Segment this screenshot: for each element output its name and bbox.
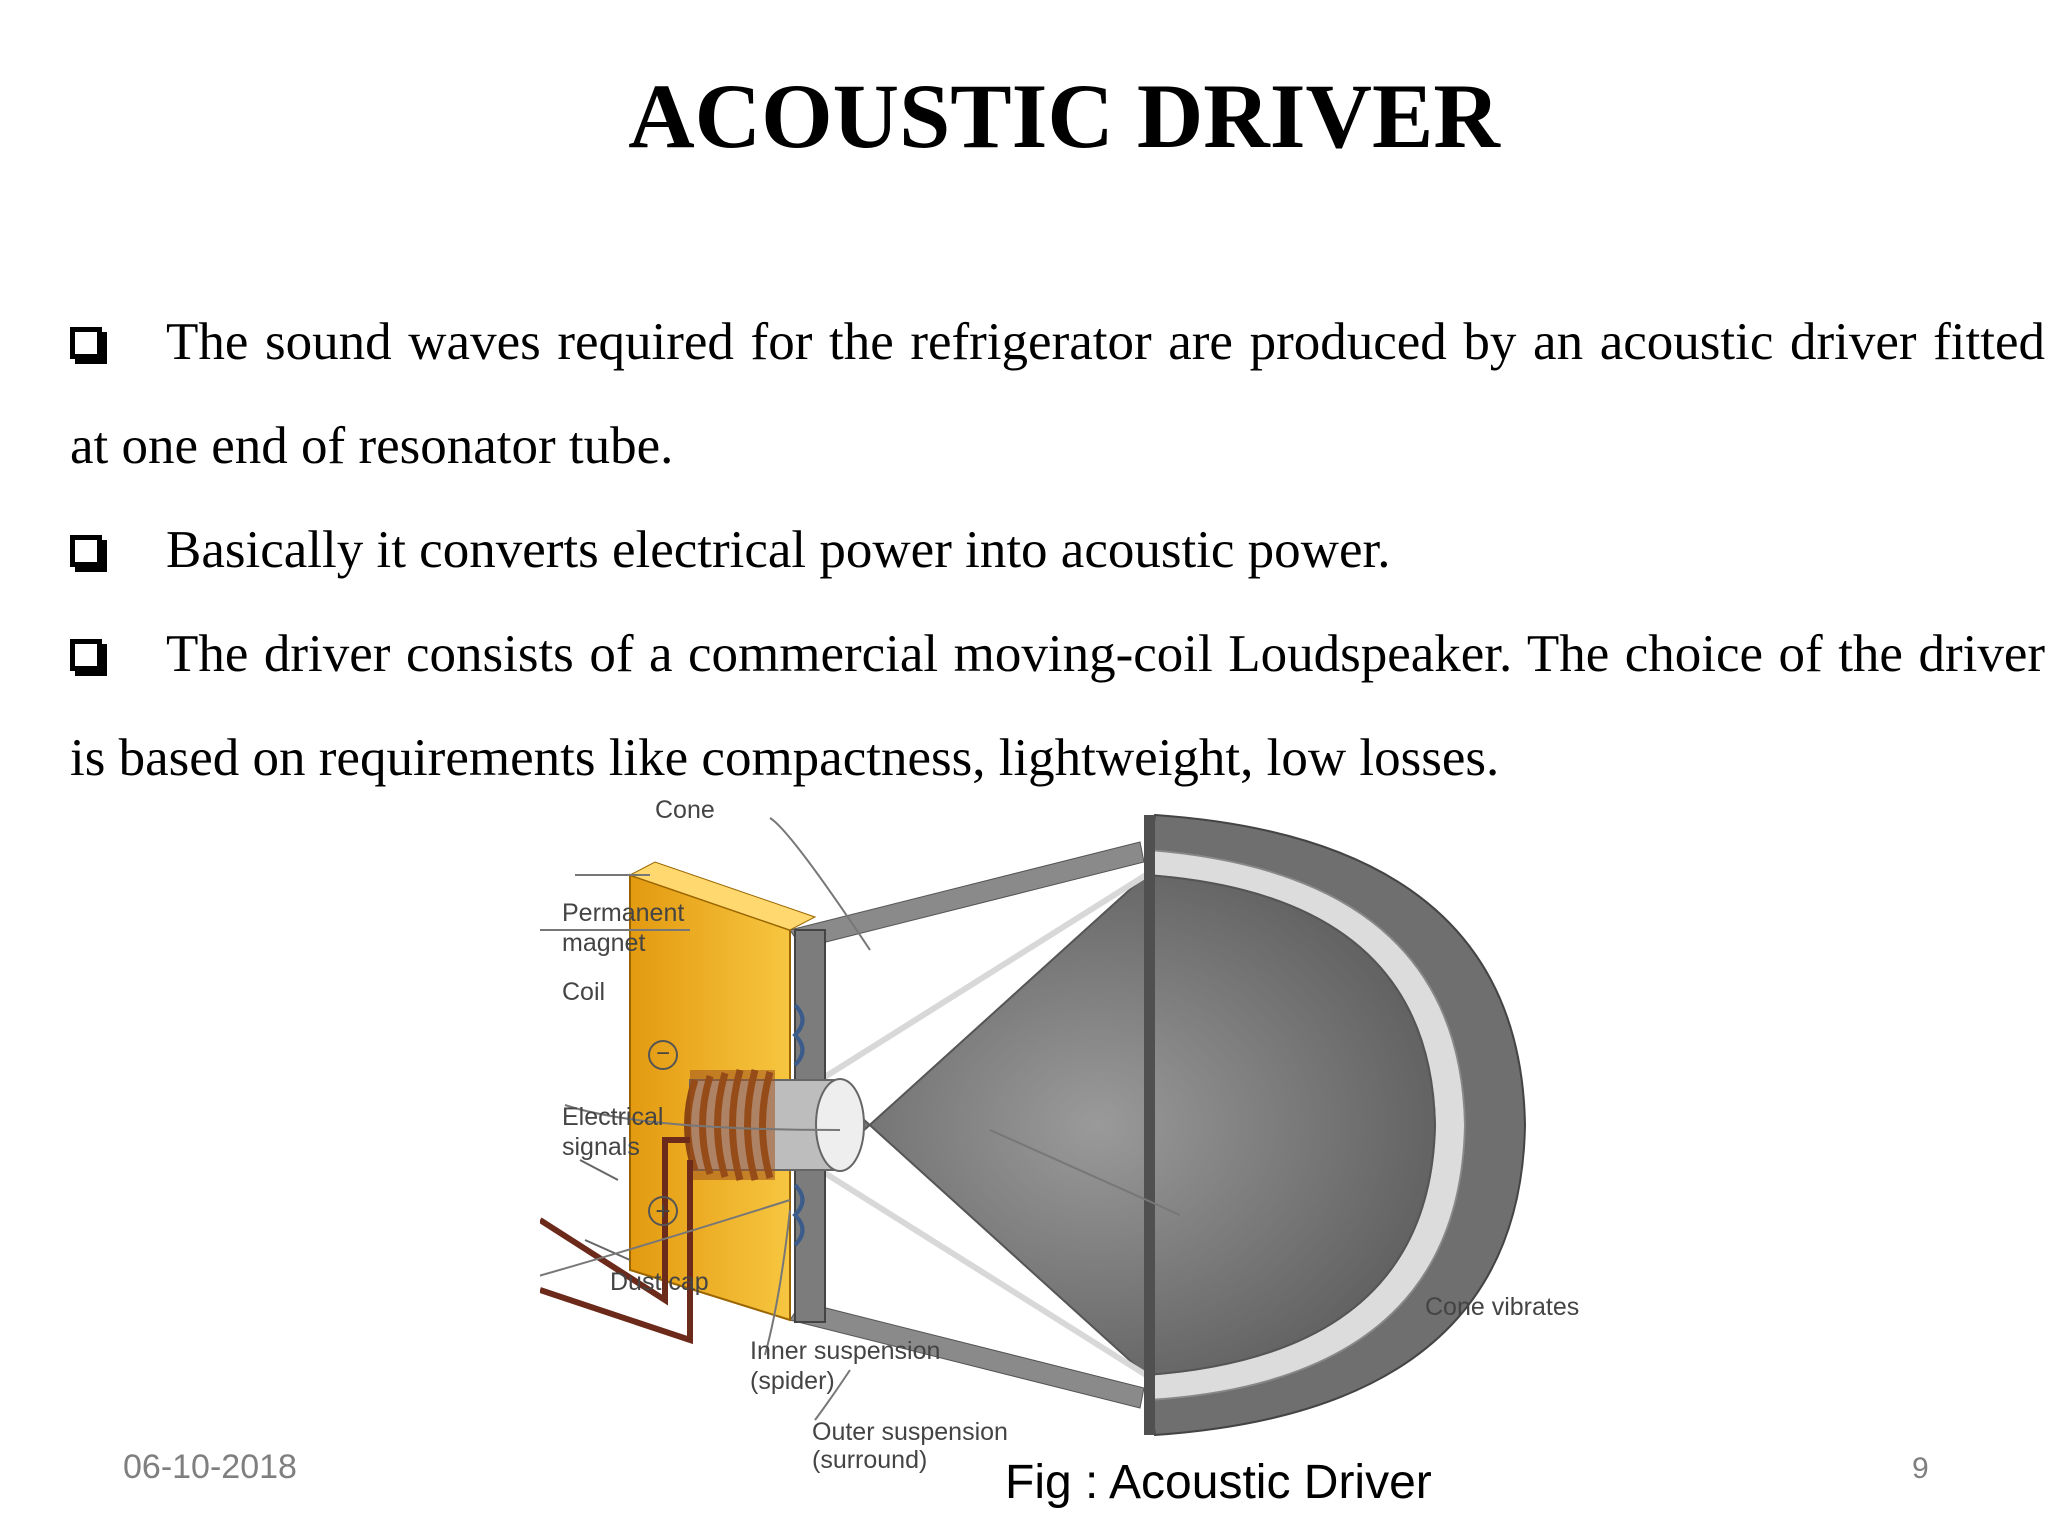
label-electrical-line2: signals — [562, 1133, 640, 1161]
bullet-paragraph-3: The driver consists of a commercial movi… — [70, 602, 2045, 810]
speaker-cone — [819, 873, 1437, 1377]
inner-suspension-lower — [792, 1183, 805, 1247]
dust-cap — [815, 1078, 865, 1172]
arrow-line-out — [584, 1239, 631, 1261]
loudspeaker-diagram: Cone — [540, 796, 1527, 1437]
label-outer-line1: Outer suspension — [812, 1418, 1008, 1446]
paragraph-text: The sound waves required for the refrige… — [70, 313, 2045, 475]
body-text: The sound waves required for the refrige… — [70, 290, 2045, 810]
checkbox-square-icon — [70, 639, 102, 671]
label-cone-vibrates: Cone vibrates — [1425, 1293, 1580, 1321]
footer-date: 06-10-2018 — [123, 1448, 297, 1486]
minus-terminal-icon: − — [648, 1040, 678, 1070]
paragraph-text: The driver consists of a commercial movi… — [70, 625, 2045, 787]
label-magnet-line2: magnet — [562, 929, 646, 957]
wire-positive — [540, 1160, 693, 1345]
frame-lip — [1144, 815, 1155, 1435]
figure-caption: Fig : Acoustic Driver — [1005, 1456, 1432, 1509]
label-inner-suspension: Inner suspension (spider) — [750, 1336, 940, 1396]
label-electrical-signals: Electrical signals — [562, 1102, 663, 1162]
label-permanent-magnet: Permanent magnet — [562, 898, 684, 958]
coil-body — [690, 1070, 775, 1180]
bullet-paragraph-2: Basically it converts electrical power i… — [70, 498, 2045, 602]
bullet-paragraph-1: The sound waves required for the refrige… — [70, 290, 2045, 498]
label-outer-suspension: Outer suspension (surround) — [812, 1418, 1008, 1474]
paragraph-text: Basically it converts electrical power i… — [166, 521, 1391, 579]
cone-bottom-edge — [818, 1167, 1148, 1378]
acoustic-driver-figure: Cone — [540, 780, 1650, 1470]
inner-suspension — [792, 1003, 805, 1067]
cone-top-edge — [818, 872, 1148, 1083]
label-cone: Cone — [655, 796, 715, 824]
page-number: 9 — [1912, 1452, 1929, 1485]
arrow-line-in — [579, 1159, 619, 1181]
checkbox-square-icon — [70, 327, 102, 359]
label-inner-line2: (spider) — [750, 1367, 835, 1395]
label-magnet-line1: Permanent — [562, 899, 685, 927]
label-outer-line2: (surround) — [812, 1446, 928, 1474]
label-coil: Coil — [562, 978, 606, 1006]
checkbox-square-icon — [70, 535, 102, 567]
plus-terminal-icon: + — [648, 1196, 678, 1226]
leader-lines — [540, 817, 1181, 1421]
magnet-top-face — [628, 861, 817, 931]
label-inner-line1: Inner suspension — [750, 1337, 941, 1365]
label-electrical-line1: Electrical — [562, 1103, 664, 1131]
slide-title: ACOUSTIC DRIVER — [628, 65, 1500, 167]
label-dust-cap: Dust cap — [610, 1268, 709, 1296]
